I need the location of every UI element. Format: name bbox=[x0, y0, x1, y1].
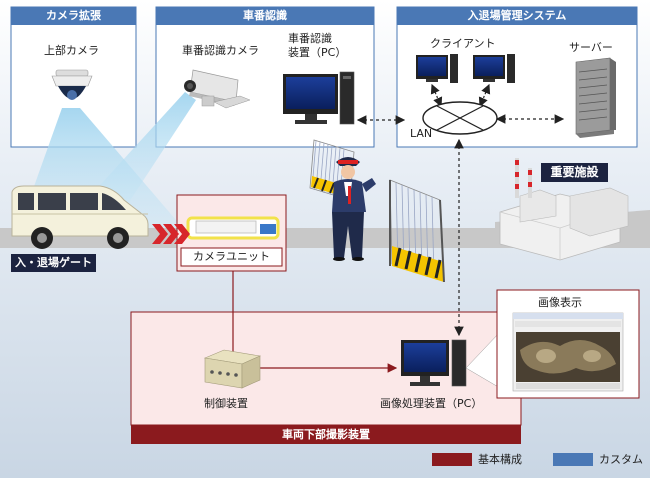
underbody-footer-label: 車両下部撮影装置 bbox=[282, 428, 370, 441]
dome-camera-icon bbox=[51, 69, 93, 100]
plate-camera-label: 車番認識カメラ bbox=[182, 44, 259, 57]
facility-buildings-icon bbox=[499, 158, 629, 261]
camera-unit-label: カメラユニット bbox=[193, 250, 270, 263]
gate-label-bar bbox=[11, 254, 96, 272]
legend-custom-swatch bbox=[553, 453, 593, 466]
lan-label: LAN bbox=[410, 127, 433, 140]
image-processing-pc-icon bbox=[401, 339, 467, 387]
top-camera-label: 上部カメラ bbox=[44, 44, 99, 57]
legend-custom-label: カスタム bbox=[599, 453, 643, 466]
plate-recognition-pc-icon bbox=[283, 71, 355, 125]
access-system-header: 入退場管理システム bbox=[467, 9, 567, 22]
security-guard-icon bbox=[332, 157, 376, 261]
controller-label: 制御装置 bbox=[204, 397, 248, 410]
van-icon bbox=[11, 185, 149, 249]
plate-device-label-2: 装置（PC） bbox=[288, 46, 347, 59]
legend-basic-swatch bbox=[432, 453, 472, 466]
gate-barrier-right bbox=[389, 179, 445, 283]
image-pc-label: 画像処理装置（PC） bbox=[380, 397, 483, 410]
server-rack-icon bbox=[575, 57, 616, 138]
client-pc-icon-1 bbox=[416, 54, 458, 83]
facility-label: 重要施設 bbox=[550, 165, 599, 179]
gate-label: 入・退場ゲート bbox=[15, 256, 92, 269]
plate-device-label-1: 車番認識 bbox=[288, 32, 332, 45]
client-pc-icon-2 bbox=[473, 54, 515, 83]
camera-expansion-header: カメラ拡張 bbox=[46, 9, 101, 22]
lan-hub bbox=[422, 101, 498, 135]
facility-label-bar bbox=[541, 163, 608, 182]
controller-device-icon bbox=[203, 349, 262, 389]
plate-recognition-header: 車番認識 bbox=[243, 9, 287, 22]
legend-basic-label: 基本構成 bbox=[478, 453, 522, 466]
direction-arrows bbox=[152, 224, 190, 244]
image-display-label: 画像表示 bbox=[538, 296, 582, 309]
bullet-camera-icon bbox=[184, 69, 251, 109]
server-label: サーバー bbox=[569, 41, 613, 54]
camera-unit-box bbox=[176, 194, 287, 272]
image-display-panel bbox=[496, 289, 640, 399]
client-label: クライアント bbox=[430, 37, 496, 50]
